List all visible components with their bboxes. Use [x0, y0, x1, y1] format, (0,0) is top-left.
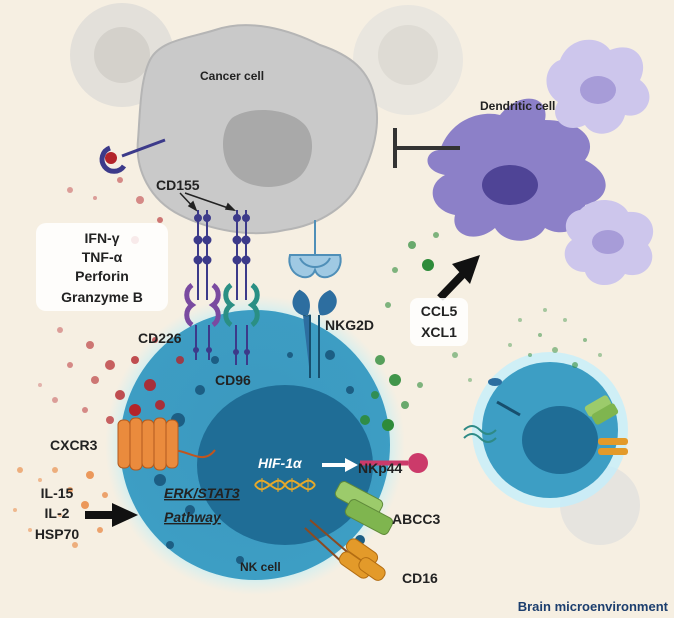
- hif-label: HIF-1α: [258, 455, 303, 471]
- chemokine-dots: [360, 232, 602, 431]
- cytokine-item: Perforin: [75, 268, 129, 284]
- cd155-receptors: [193, 210, 251, 300]
- cytokine-item: IFN-γ: [85, 230, 120, 246]
- chemokine-item: CCL5: [421, 303, 458, 319]
- cxcr3-receptor: [117, 417, 216, 471]
- cd16-label: CD16: [402, 570, 438, 586]
- nkg2d-receptor: [288, 220, 342, 378]
- nkg2d-label: NKG2D: [325, 317, 374, 333]
- brain-microenvironment-label: Brain microenvironment: [518, 599, 669, 614]
- nk-cell-label: NK cell: [240, 560, 281, 574]
- dendritic-cell-label: Dendritic cell: [480, 99, 555, 113]
- cxcr3-label: CXCR3: [50, 437, 98, 453]
- cytokine-item: Granzyme B: [61, 289, 143, 305]
- dna-helix-icon: [254, 478, 316, 492]
- pathway-label-line1: ERK/STAT3: [164, 485, 240, 501]
- chemokine-box: [410, 298, 468, 346]
- stimulus-item: IL-15: [41, 485, 74, 501]
- cytokine-dots: [38, 177, 184, 424]
- cd155-label: CD155: [156, 177, 200, 193]
- pathway-label-line2: Pathway: [164, 509, 222, 525]
- cytokine-item: TNF-α: [82, 249, 123, 265]
- chemokine-arrow: [437, 255, 480, 301]
- stimulus-arrow: [85, 503, 138, 527]
- stimuli-dots: [13, 467, 108, 548]
- cd16-receptor: [304, 519, 386, 581]
- cytokine-list: IFN-γ TNF-α Perforin Granzyme B: [61, 230, 143, 305]
- hif-arrow: [322, 458, 358, 472]
- cancer-cell-label: Cancer cell: [200, 69, 264, 83]
- dendritic-cell-bottom-right: [564, 200, 654, 286]
- nkp44-label: NKp44: [358, 460, 403, 476]
- cd155-arrows: [179, 192, 237, 212]
- cd96-receptor: [223, 282, 260, 365]
- inhibition-arrow: [393, 128, 460, 168]
- antigen-receptor-icon: [99, 138, 166, 174]
- nk-cell: NK cell: [105, 295, 405, 595]
- dendritic-cell-main: Dendritic cell: [427, 98, 606, 241]
- chemokine-item: XCL1: [421, 324, 457, 340]
- cd226-label: CD226: [138, 330, 182, 346]
- cytokine-box: [36, 223, 168, 311]
- stimulus-item: IL-2: [45, 505, 70, 521]
- stimulus-item: HSP70: [35, 526, 80, 542]
- cd226-receptor: [184, 282, 221, 360]
- nkp44-receptor: [360, 453, 428, 473]
- stimuli-list: IL-15 IL-2 HSP70: [35, 485, 80, 542]
- cancer-cell: Cancer cell: [136, 24, 379, 235]
- abcc3-transporter: [334, 481, 394, 535]
- abcc3-label: ABCC3: [392, 511, 440, 527]
- faded-cancer-cell-right: [353, 5, 463, 115]
- small-nk-cell: [463, 352, 640, 545]
- chemokine-list: CCL5 XCL1: [421, 303, 458, 340]
- cd96-label: CD96: [215, 372, 251, 388]
- small-receptors-icon: [463, 378, 628, 455]
- dendritic-cell-top-right: [546, 39, 650, 134]
